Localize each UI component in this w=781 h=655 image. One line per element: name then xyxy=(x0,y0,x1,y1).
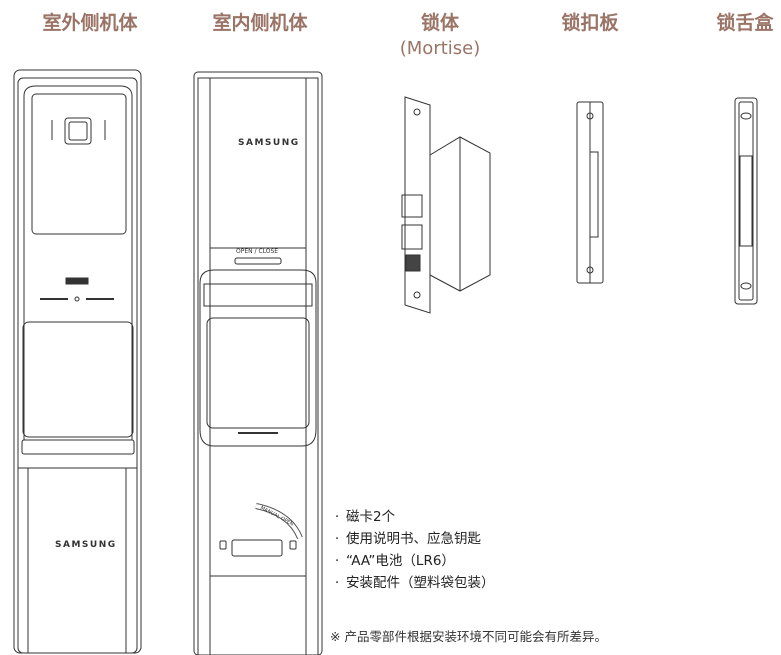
outside-unit-drawing xyxy=(10,68,145,655)
header-latch-box-label: 锁舌盒 xyxy=(716,12,774,34)
header-outside-unit-label: 室外侧机体 xyxy=(42,12,138,34)
header-inside-unit: 室内侧机体 xyxy=(185,10,335,36)
accessories-list: 磁卡2个 使用说明书、应急钥匙 “AA”电池（LR6） 安装配件（塑料袋包装） xyxy=(328,506,495,594)
header-outside-unit: 室外侧机体 xyxy=(15,10,165,36)
header-inside-unit-label: 室内侧机体 xyxy=(212,12,308,34)
footnote: ※ 产品零部件根据安装环境不同可能会有所差异。 xyxy=(330,629,607,644)
mortise-drawing xyxy=(390,95,500,315)
strike-plate-drawing xyxy=(575,100,605,285)
latch-box-drawing xyxy=(733,96,759,306)
header-strike-plate: 锁扣板 xyxy=(540,10,640,36)
open-close-label: OPEN / CLOSE xyxy=(236,248,279,255)
header-mortise: 锁体 (Mortise) xyxy=(370,10,510,62)
header-mortise-label: 锁体 xyxy=(420,12,459,34)
header-mortise-sub: (Mortise) xyxy=(399,38,481,59)
accessory-item: “AA”电池（LR6） xyxy=(328,550,495,572)
header-latch-box: 锁舌盒 xyxy=(695,10,781,36)
accessory-item: 使用说明书、应急钥匙 xyxy=(328,528,495,550)
accessory-item: 磁卡2个 xyxy=(328,506,495,528)
outside-brand-label: SAMSUNG xyxy=(55,540,117,550)
header-strike-plate-label: 锁扣板 xyxy=(561,12,619,34)
inside-unit-drawing xyxy=(190,68,325,655)
inside-brand-label: SAMSUNG xyxy=(238,138,300,148)
accessory-item: 安装配件（塑料袋包装） xyxy=(328,572,495,594)
